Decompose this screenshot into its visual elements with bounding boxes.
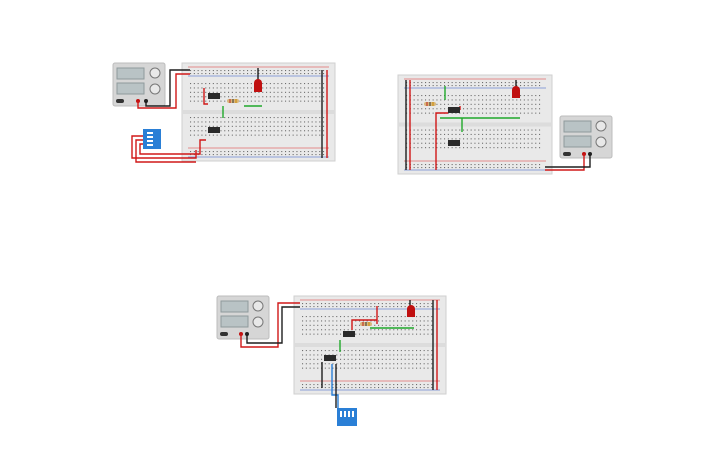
resistor[interactable] [424,102,436,106]
circuit-2 [397,74,613,175]
led[interactable] [512,86,520,98]
resistor[interactable] [360,322,372,326]
wire-red [203,88,208,105]
wire-red [545,154,585,171]
current-display [116,82,145,95]
wire-red [137,73,190,109]
current-knob[interactable] [252,316,264,328]
ic-chip[interactable] [343,331,355,337]
dip-switch[interactable] [143,129,161,149]
ic-chip[interactable] [324,355,336,361]
wire-black [545,154,591,168]
center-channel [294,343,446,347]
power-switch[interactable] [563,152,571,156]
center-channel [182,110,335,114]
wire-red [435,112,448,170]
ic-chip[interactable] [448,107,460,113]
circuit-3 [216,295,447,426]
power-switch[interactable] [116,99,124,103]
breadboard-holes [302,303,433,389]
led[interactable] [254,79,262,92]
current-knob[interactable] [595,136,607,148]
wire-red [131,135,197,159]
ic-chip[interactable] [208,93,220,99]
ic-chip[interactable] [208,127,220,133]
dip-switch[interactable] [337,408,357,426]
wire-red [240,302,300,348]
power-supply[interactable] [559,115,613,159]
circuit-1 [112,62,336,163]
wire-red [331,364,339,414]
wire-black [246,306,300,344]
wire-red [351,319,377,330]
voltage-display [220,300,249,313]
breadboard[interactable] [293,295,447,395]
voltage-display [563,120,592,133]
voltage-knob[interactable] [252,300,264,312]
power-supply[interactable] [216,295,270,340]
current-display [220,315,249,328]
ic-chip[interactable] [448,140,460,146]
power-supply[interactable] [112,62,166,107]
center-channel [398,122,552,127]
wires [240,300,438,414]
current-knob[interactable] [149,83,161,95]
breadboard-holes [406,82,541,169]
voltage-knob[interactable] [595,120,607,132]
resistor[interactable] [227,99,239,103]
power-switch[interactable] [220,332,228,336]
voltage-knob[interactable] [149,67,161,79]
current-display [563,135,592,148]
breadboard[interactable] [397,74,553,175]
led[interactable] [407,305,415,317]
wires [405,80,591,171]
wire-black [145,69,190,107]
voltage-display [116,67,145,80]
